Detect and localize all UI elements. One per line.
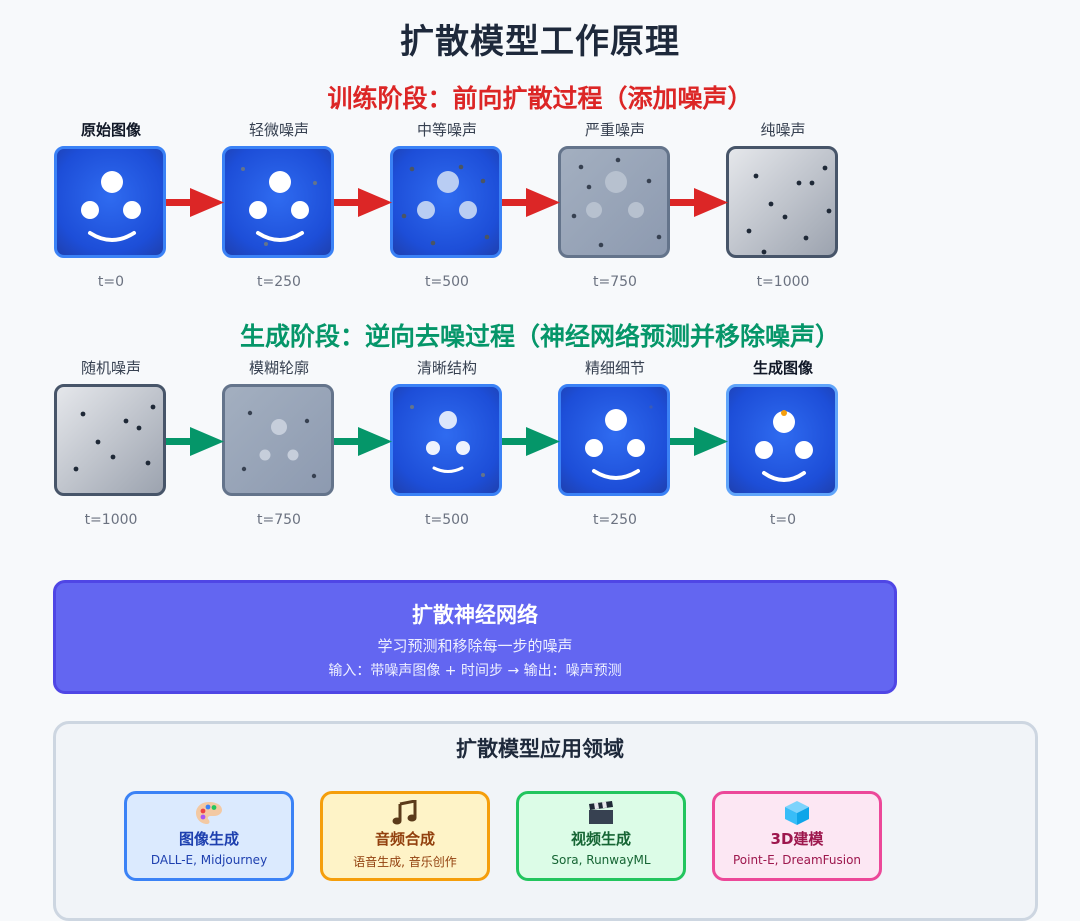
training-step-label: 中等噪声 <box>416 121 477 139</box>
timestep-label: t=250 <box>593 512 637 528</box>
noise-pattern-icon <box>73 404 156 472</box>
training-step-label: 轻微噪声 <box>248 121 309 139</box>
app-card-image-generation: 图像生成 DALL-E, Midjourney <box>124 791 294 881</box>
clear-structure-tile <box>390 384 502 496</box>
smiley-face-icon <box>585 405 653 480</box>
app-name: 音频合成 <box>374 830 435 848</box>
generation-step-label: 模糊轮廓 <box>248 359 309 377</box>
medium-noise-tile <box>390 146 502 258</box>
app-name: 3D建模 <box>770 830 824 848</box>
generation-step-label: 生成图像 <box>752 359 813 377</box>
original-image-tile <box>54 146 166 258</box>
slight-noise-tile <box>222 146 334 258</box>
app-description: DALL-E, Midjourney <box>150 853 268 867</box>
app-card-video-generation: 视频生成 Sora, RunwayML <box>516 791 686 881</box>
app-card-3d-modeling: 3D建模 Point-E, DreamFusion <box>712 791 882 881</box>
app-description: Sora, RunwayML <box>551 853 651 867</box>
reverse-arrow-icon <box>670 427 728 456</box>
timestep-label: t=0 <box>97 274 125 290</box>
noisy-smiley-icon <box>401 164 490 246</box>
forward-arrow-icon <box>670 188 728 217</box>
training-stage-title: 训练阶段：前向扩散过程（添加噪声） <box>327 84 753 113</box>
timestep-label: t=750 <box>593 274 637 290</box>
heavy-noise-tile <box>558 146 670 258</box>
app-name: 图像生成 <box>178 830 239 848</box>
timestep-label: t=500 <box>425 512 469 528</box>
training-step-label: 严重噪声 <box>584 121 645 139</box>
smiley-face-icon <box>410 405 485 477</box>
generation-stage-title: 生成阶段：逆向去噪过程（神经网络预测并移除噪声） <box>239 322 840 351</box>
network-subtitle: 学习预测和移除每一步的噪声 <box>377 637 573 655</box>
generation-step-label: 精细细节 <box>584 359 645 377</box>
generation-step-label: 随机噪声 <box>80 359 141 377</box>
generated-image-tile <box>726 384 838 496</box>
network-title: 扩散神经网络 <box>412 603 538 627</box>
app-card-audio-synthesis: 音频合成 语音生成, 音乐创作 <box>320 791 490 881</box>
smiley-face-icon <box>755 410 813 482</box>
reverse-arrow-icon <box>166 427 224 456</box>
timestep-label: t=1000 <box>84 512 138 528</box>
generation-step-label: 清晰结构 <box>416 359 477 377</box>
timestep-label: t=250 <box>257 274 301 290</box>
reverse-arrow-icon <box>334 427 392 456</box>
network-io-description: 输入：带噪声图像 + 时间步 → 输出：噪声预测 <box>328 663 622 679</box>
applications-title: 扩散模型应用领域 <box>456 737 624 761</box>
forward-arrow-icon <box>502 188 560 217</box>
app-description: Point-E, DreamFusion <box>732 853 862 867</box>
random-noise-tile <box>54 384 166 496</box>
app-name: 视频生成 <box>570 830 631 848</box>
noise-pattern-icon <box>571 157 662 248</box>
palette-icon <box>196 802 222 824</box>
training-step-label: 纯噪声 <box>760 121 806 139</box>
clapperboard-icon <box>589 801 613 824</box>
app-description: 语音生成, 音乐创作 <box>353 855 457 869</box>
timestep-label: t=500 <box>425 274 469 290</box>
faint-smiley-icon <box>241 410 317 479</box>
music-note-icon <box>392 800 417 825</box>
reverse-arrow-icon <box>502 427 560 456</box>
timestep-label: t=1000 <box>756 274 810 290</box>
blurry-outline-tile <box>222 384 334 496</box>
page-title: 扩散模型工作原理 <box>400 22 680 62</box>
forward-arrow-icon <box>334 188 392 217</box>
training-step-label: 原始图像 <box>80 121 141 139</box>
noise-pattern-icon <box>746 165 832 255</box>
pure-noise-tile <box>726 146 838 258</box>
timestep-label: t=750 <box>257 512 301 528</box>
noisy-smiley-icon <box>241 167 317 246</box>
timestep-label: t=0 <box>769 512 797 528</box>
smiley-face-icon <box>81 171 141 242</box>
forward-arrow-icon <box>166 188 224 217</box>
cube-icon <box>785 801 809 825</box>
diffusion-network-box: 扩散神经网络 学习预测和移除每一步的噪声 输入：带噪声图像 + 时间步 → 输出… <box>53 580 897 694</box>
fine-details-tile <box>558 384 670 496</box>
